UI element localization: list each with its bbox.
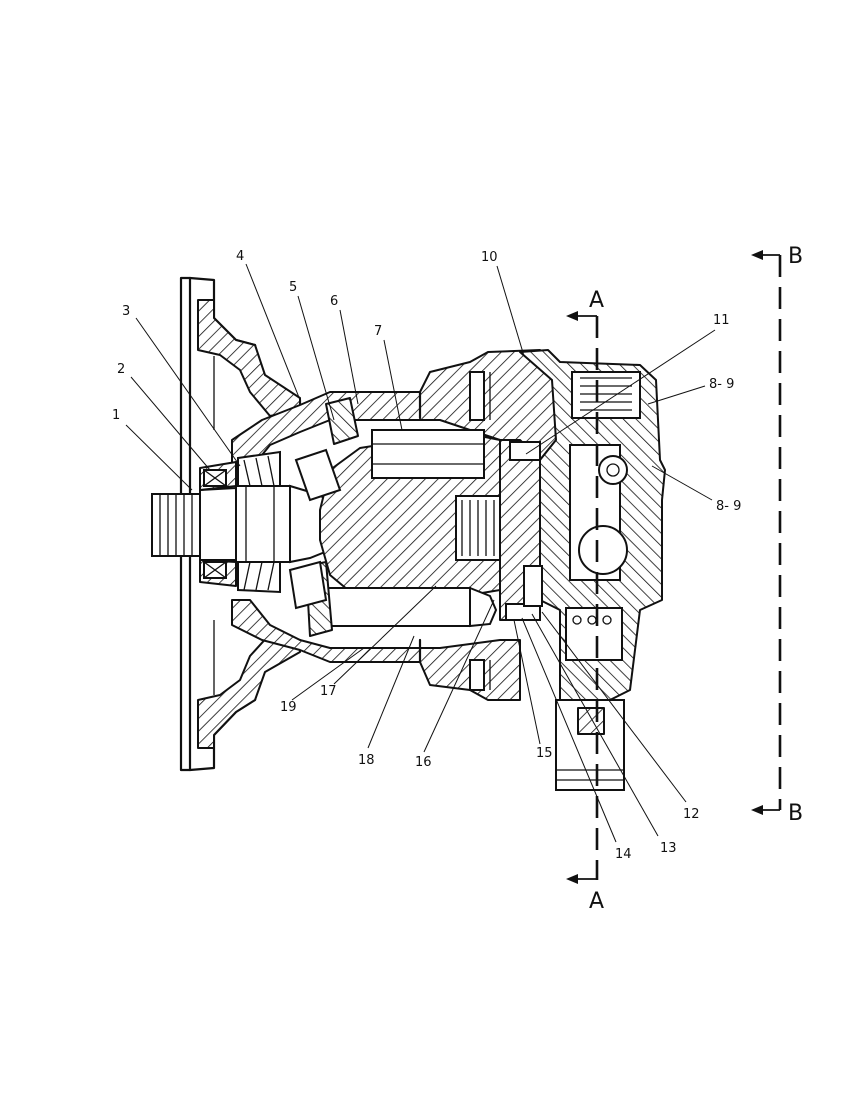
section-line-a: A A	[566, 288, 604, 914]
callout-15: 15	[536, 746, 553, 761]
callout-17: 17	[320, 684, 337, 699]
leader-19	[291, 647, 365, 701]
leader-17	[333, 585, 437, 685]
callout-5: 5	[289, 280, 297, 295]
callout-18: 18	[358, 753, 375, 768]
leader-2	[130, 376, 211, 471]
callout-4: 4	[236, 249, 244, 264]
section-b-bottom-label: B	[788, 801, 803, 826]
callout-labels: 1 2 3 4 5 6 7 8- 9 8- 9 10 11 12 13 14 1…	[112, 249, 741, 862]
callout-1: 1	[112, 408, 120, 423]
end-cover	[519, 349, 666, 791]
section-a-bottom-label: A	[589, 889, 604, 914]
leader-13	[531, 613, 659, 837]
leader-16	[423, 599, 495, 753]
leader-15	[513, 619, 541, 745]
section-a-top-label: A	[589, 288, 604, 313]
pistons	[288, 397, 498, 637]
leader-3	[135, 317, 241, 467]
callout-7: 7	[374, 324, 382, 339]
leader-10	[496, 265, 525, 357]
leader-6	[339, 309, 359, 405]
callout-11: 11	[713, 313, 730, 328]
leader-12	[541, 611, 687, 803]
leader-14	[521, 617, 617, 843]
callout-13: 13	[660, 841, 677, 856]
leader-5	[297, 295, 335, 421]
callout-3: 3	[122, 304, 130, 319]
callout-14: 14	[615, 847, 632, 862]
leader-7	[383, 339, 403, 431]
section-line-b: B B	[751, 244, 803, 826]
valve-plate	[469, 371, 543, 691]
section-b-top-label: B	[788, 244, 803, 269]
leader-1	[125, 424, 193, 491]
callout-8-9-top: 8- 9	[709, 377, 734, 392]
callout-12: 12	[683, 807, 700, 822]
leader-8-9-top	[647, 385, 706, 405]
callout-6: 6	[330, 294, 338, 309]
callout-8-9-bottom: 8- 9	[716, 499, 741, 514]
callout-16: 16	[415, 755, 432, 770]
callout-2: 2	[117, 362, 125, 377]
leader-11	[525, 329, 716, 455]
callout-19: 19	[280, 700, 297, 715]
leader-lines	[125, 263, 716, 843]
leader-18	[367, 635, 415, 749]
callout-10: 10	[481, 250, 498, 265]
leader-4	[245, 263, 301, 401]
leader-8-9-bottom	[651, 465, 713, 501]
